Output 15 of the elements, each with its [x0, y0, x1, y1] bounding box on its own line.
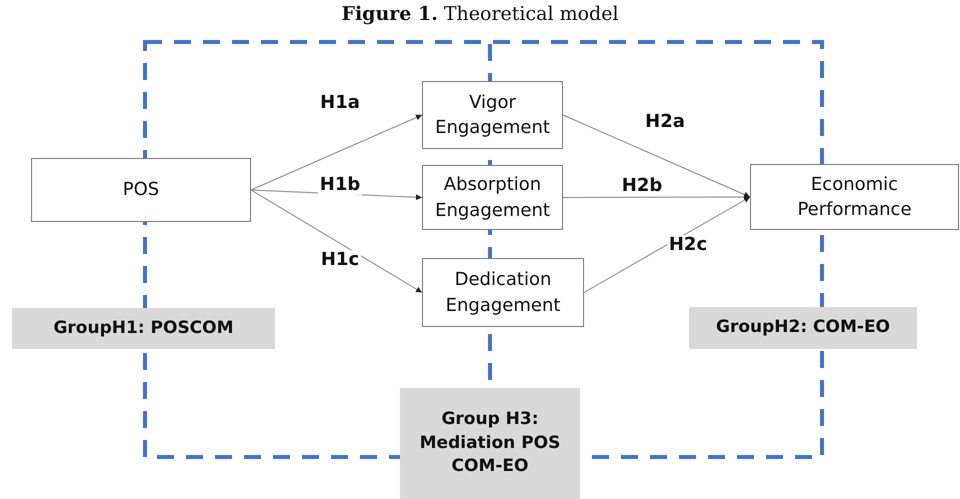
construct-box: Absorption Engagement — [422, 165, 563, 230]
group-label-box: GroupH2: COM-EO — [689, 307, 917, 349]
arrow — [250, 190, 422, 293]
arrow — [562, 194, 750, 200]
group-label-box: Group H3: Mediation POS COM-EO — [400, 388, 580, 499]
arrow — [250, 114, 422, 190]
arrow — [584, 196, 750, 293]
edge-label: H1b — [318, 175, 362, 195]
arrow — [562, 114, 750, 198]
group-label-box: GroupH1: POSCOM — [12, 308, 275, 349]
construct-box: Economic Performance — [750, 164, 959, 230]
figure-title: Figure 1. Theoretical model — [340, 3, 620, 25]
construct-box: Vigor Engagement — [422, 81, 563, 149]
construct-box: Dedication Engagement — [422, 258, 584, 327]
construct-box: POS — [31, 158, 251, 222]
